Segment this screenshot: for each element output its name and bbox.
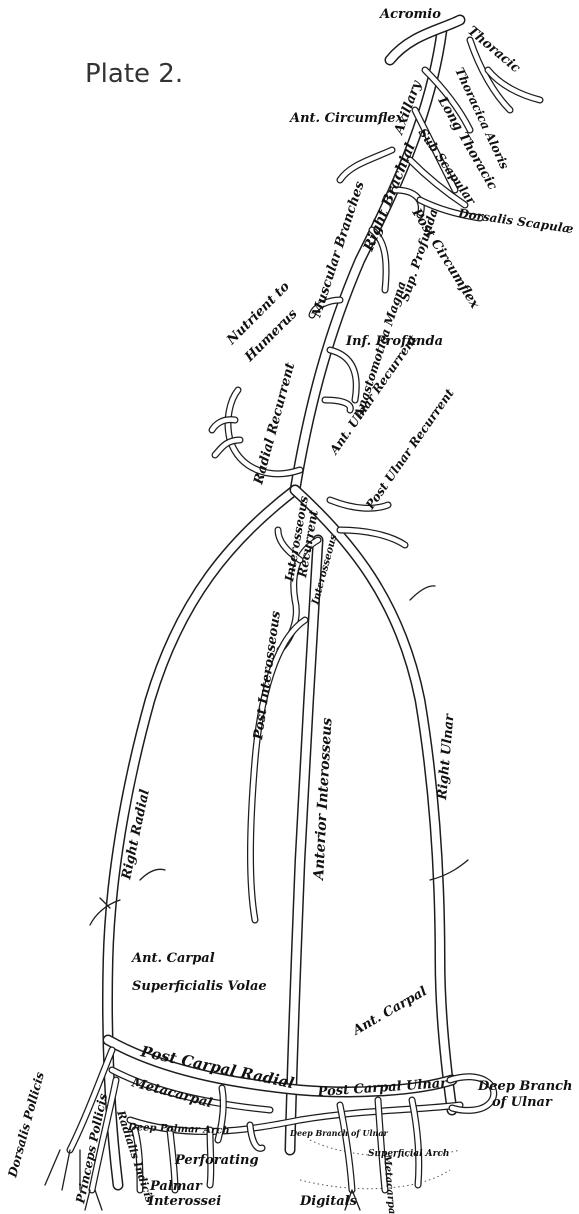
- label-deep-branch-of-ulnar-small: Deep Branch of Ulnar: [289, 1128, 389, 1138]
- label-ant-carpal-left: Ant. Carpal: [130, 951, 215, 966]
- label-acromio: Acromio: [378, 7, 441, 22]
- label-metacarpal: Metacarpal: [129, 1075, 214, 1111]
- label-dorsalis-scapulae: Dorsalis Scapulæ: [457, 206, 575, 236]
- label-palmar: Palmar: [149, 1179, 203, 1194]
- label-post-interosseous: Post Interosseous: [251, 609, 284, 741]
- label-ant-circumflex: Ant. Circumflex: [288, 111, 404, 126]
- label-post-ulnar-recurrent: Post Ulnar Recurrent: [362, 386, 457, 513]
- label-deep-branch-of-ulnar-1: Deep Branch: [477, 1079, 573, 1094]
- label-ant-carpal-right: Ant. Carpal: [349, 984, 430, 1039]
- label-inf-profunda: Inf. Profunda: [345, 334, 443, 349]
- label-digitals: Digitals: [299, 1194, 358, 1209]
- label-superficialis-volae: Superficialis Volae: [132, 979, 267, 994]
- label-dorsalis-pollicis: Dorsalis Pollicis: [5, 1070, 47, 1179]
- label-post-carpal-ulnar: Post Carpal Ulnar: [316, 1076, 448, 1100]
- label-right-ulnar: Right Ulnar: [435, 712, 458, 801]
- label-anterior-interosseus: Anterior Interosseus: [311, 717, 336, 882]
- label-radial-recurrent: Radial Recurrent: [251, 361, 298, 487]
- label-deep-palmar-arch: Deep Palmar Arch: [127, 1122, 230, 1137]
- label-superficial-arch: Superficial Arch: [368, 1149, 449, 1159]
- label-perforating: Perforating: [174, 1153, 259, 1168]
- plate-title: Plate 2.: [85, 59, 183, 89]
- label-interossei: Interossei: [147, 1194, 221, 1209]
- label-deep-branch-of-ulnar-2: of Ulnar: [492, 1095, 553, 1110]
